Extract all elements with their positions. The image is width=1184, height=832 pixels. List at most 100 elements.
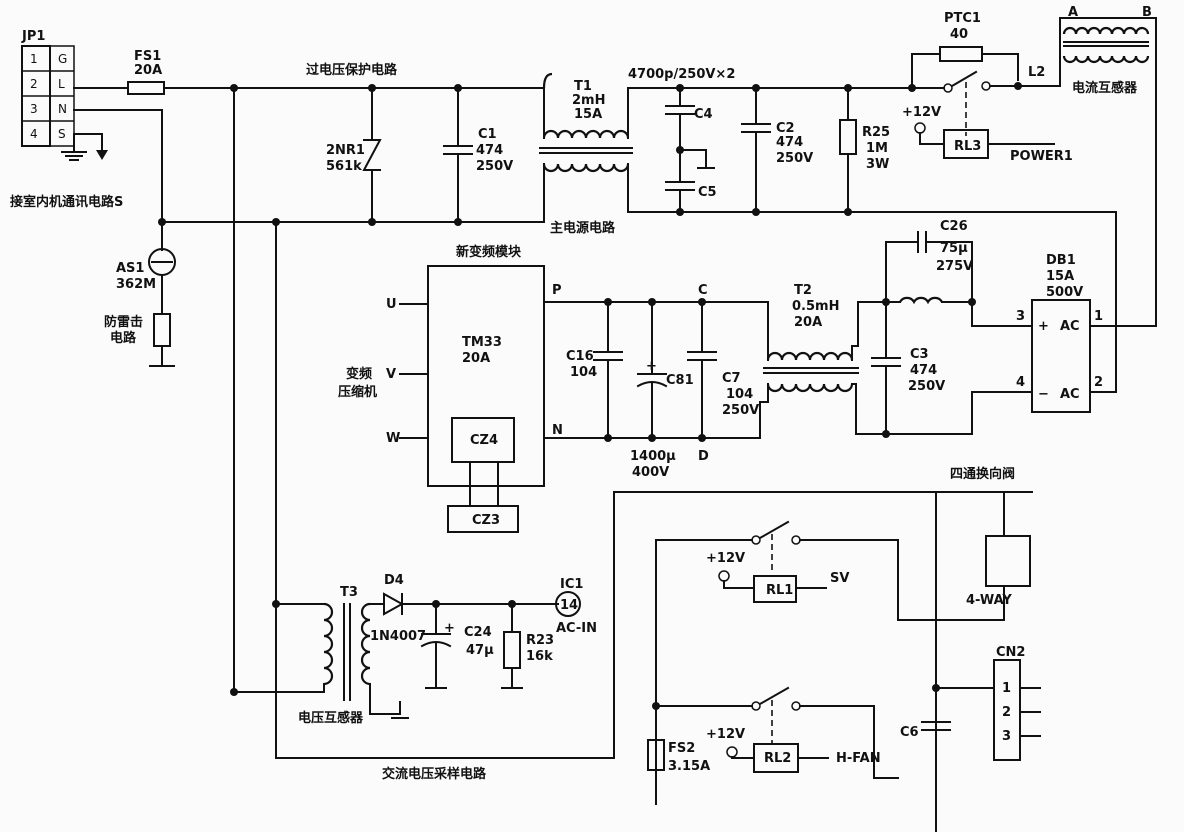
rl2-label: RL2 — [764, 751, 791, 766]
c7-label: C7 — [722, 371, 741, 386]
ic1-pin-marker — [555, 591, 581, 617]
vt-label: 电压互感器 — [298, 710, 364, 726]
dc-p-label: P — [552, 283, 562, 298]
emi-filter-caps: 4700p/250V×2 C4 C5 C2 474 250V R25 1M 3W — [627, 67, 1117, 216]
db1-ac2: AC — [1060, 387, 1080, 402]
rl2-supply-label: +12V — [706, 727, 745, 742]
power1-label: POWER1 — [1010, 149, 1073, 164]
fs2-label: FS2 — [668, 741, 695, 756]
ic1-signal: AC-IN — [556, 621, 597, 636]
lightning-label-2: 电路 — [110, 330, 137, 346]
c81-label: C81 — [666, 373, 694, 388]
t1-label: T1 — [574, 79, 592, 94]
nr1-varistor: 2NR1 561k — [326, 84, 382, 226]
db1-current: 15A — [1046, 269, 1074, 284]
c81-polarity: + — [646, 359, 657, 374]
r25-power: 3W — [866, 157, 889, 172]
jp1-label: JP1 — [21, 29, 45, 44]
c81-capacitance: 1400μ — [630, 449, 676, 464]
jp1-name-g: G — [58, 52, 67, 66]
ptc1-relay-section: PTC1 40 L2 +12V RL3 POWER1 — [902, 11, 1073, 164]
c5-label: C5 — [698, 185, 717, 200]
tm33-value: 20A — [462, 351, 490, 366]
r23-label: R23 — [526, 633, 554, 648]
c1-value: 474 — [476, 143, 503, 158]
jp1-name-s: S — [58, 127, 66, 141]
output-v-label: V — [386, 367, 396, 382]
cz4-connector — [451, 417, 515, 463]
jp1-connector: JP1 1 2 3 4 G L N S — [21, 29, 75, 147]
output-w-label: W — [386, 431, 400, 446]
db1-voltage: 500V — [1046, 285, 1083, 300]
fs2-value: 3.15A — [668, 759, 710, 774]
cap-rating-label: 4700p/250V×2 — [628, 67, 735, 82]
rl1-contact — [758, 520, 790, 540]
cn2-pin-1: 1 — [1002, 681, 1011, 696]
c7-voltage: 250V — [722, 403, 759, 418]
d4-label: D4 — [384, 573, 404, 588]
dc-n-label: N — [552, 423, 563, 438]
db1-ac1: AC — [1060, 319, 1080, 334]
as1-surge-arrester: AS1 362M 防雷击 电路 — [104, 221, 176, 367]
db1-label: DB1 — [1046, 253, 1076, 268]
c6-label: C6 — [900, 725, 919, 740]
ct-terminal-a: A — [1068, 5, 1078, 20]
cn2-pin-2: 2 — [1002, 705, 1011, 720]
fs1-fuse — [127, 81, 165, 95]
rl3-supply-label: +12V — [902, 105, 941, 120]
inverter-module: 新变频模块 TM33 20A CZ4 CZ3 U V W 变频 压缩机 P N — [338, 244, 563, 533]
overvoltage-label: 过电压保护电路 — [306, 62, 398, 78]
rl3-contact — [950, 70, 978, 88]
tm33-label: TM33 — [462, 335, 502, 350]
d4-diode — [383, 592, 405, 616]
c4-label: C4 — [694, 107, 713, 122]
module-title: 新变频模块 — [456, 244, 522, 260]
rl1-supply-label: +12V — [706, 551, 745, 566]
db1-pin1: 1 — [1094, 309, 1103, 324]
ptc1-label: PTC1 — [944, 11, 981, 26]
c3-value: 474 — [910, 363, 937, 378]
c1-capacitor: C1 474 250V — [443, 84, 513, 226]
t2-label: T2 — [794, 283, 812, 298]
sv-label: SV — [830, 571, 849, 586]
t2-inductance: 0.5mH — [792, 299, 839, 314]
pfc-rectifier: C3 474 250V C26 75μ 275V DB1 15A 500V + … — [871, 219, 1157, 438]
main-power-label: 主电源电路 — [550, 220, 616, 236]
fourway-title: 四通换向阀 — [950, 466, 1015, 482]
cn2-connector — [993, 659, 1021, 761]
rl2-contact — [758, 686, 790, 706]
db1-pin2: 2 — [1094, 375, 1103, 390]
jp1-name-l: L — [58, 77, 65, 91]
c24-value: 47μ — [466, 643, 494, 658]
c16-value: 104 — [570, 365, 597, 380]
relay-loads: 四通换向阀 4-WAY +12V RL1 SV +12V RL2 H-FAN — [613, 466, 1041, 832]
t1-inductance: 2mH — [572, 93, 605, 108]
c2-voltage: 250V — [776, 151, 813, 166]
db1-bridge — [1031, 299, 1091, 413]
r25-value: 1M — [866, 141, 888, 156]
jp1-pin-3: 3 — [30, 102, 38, 116]
cn2-label: CN2 — [996, 645, 1025, 660]
db1-plus: + — [1038, 319, 1049, 334]
c26-capacitance: 75μ — [940, 241, 968, 256]
ptc1-value: 40 — [950, 27, 968, 42]
ct-terminal-b: B — [1142, 5, 1152, 20]
hfan-label: H-FAN — [836, 751, 881, 766]
rl1-label: RL1 — [766, 583, 793, 598]
c2-value: 474 — [776, 135, 803, 150]
fs2-fuse — [647, 739, 665, 771]
cz3-connector — [447, 505, 519, 533]
c16-label: C16 — [566, 349, 594, 364]
ic1-pin: 14 — [560, 598, 578, 613]
output-u-label: U — [386, 297, 397, 312]
d4-value: 1N4007 — [370, 629, 426, 644]
ic1-label: IC1 — [560, 577, 583, 592]
indoor-comm-label: 接室内机通讯电路S — [10, 194, 123, 210]
cn2-pin-3: 3 — [1002, 729, 1011, 744]
t1-choke: T1 2mH 15A 主电源电路 — [539, 72, 681, 236]
fs1-label: FS1 — [134, 49, 161, 64]
current-transformer: A B 电流互感器 — [1059, 5, 1157, 321]
fourway-valve — [985, 535, 1031, 587]
